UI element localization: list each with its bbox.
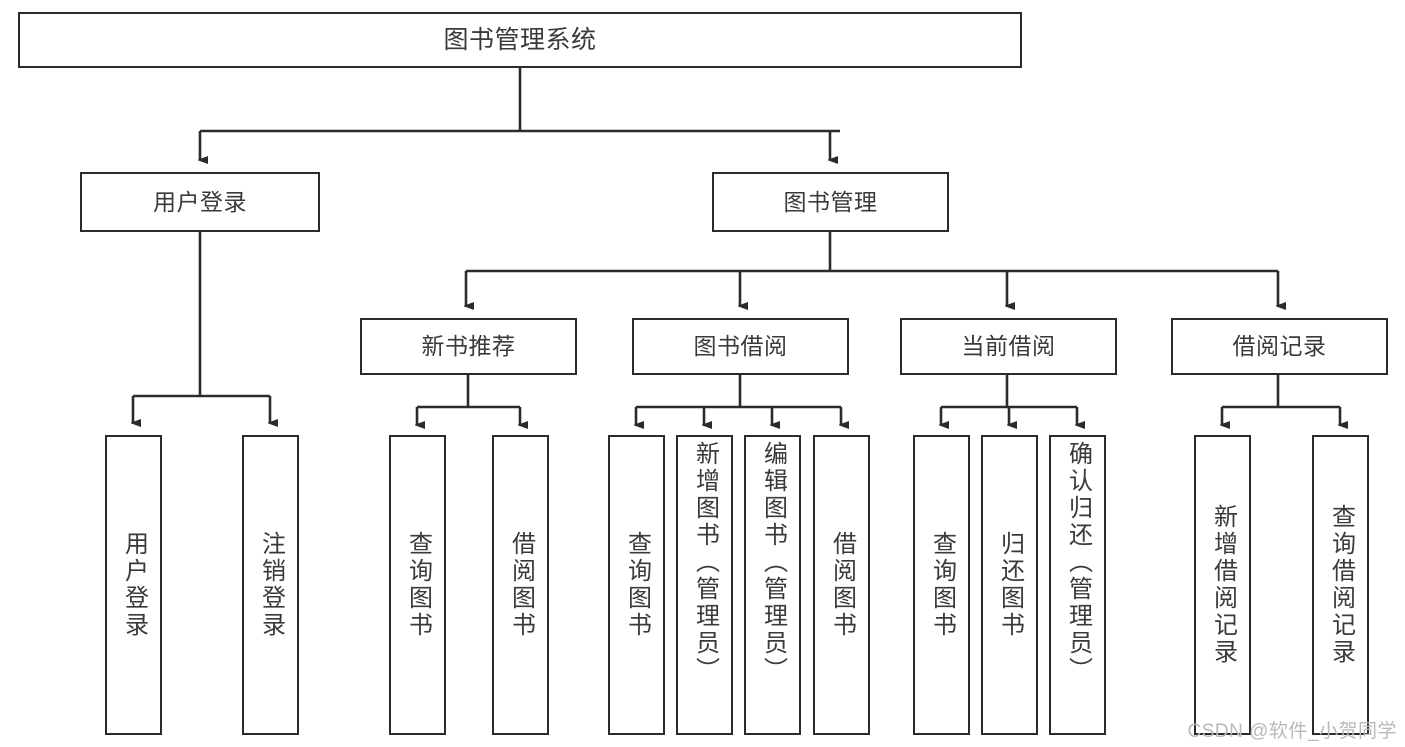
node-borrowing-record[interactable]: 借阅记录: [1171, 318, 1388, 375]
node-label: 新增图书（管理员）: [691, 441, 719, 684]
node-label: 查询借阅记录: [1327, 504, 1355, 666]
node-label: 图书借阅: [693, 333, 788, 360]
node-label: 新书推荐: [421, 333, 516, 360]
node-label: 用户登录: [120, 531, 148, 639]
leaf-user-login-login[interactable]: 用户登录: [105, 435, 162, 735]
node-label: 查询图书: [623, 531, 651, 639]
node-label: 图书管理系统: [443, 25, 597, 54]
node-label: 查询图书: [404, 531, 432, 639]
node-label: 注销登录: [257, 531, 285, 639]
leaf-book-borrow-borrow-book[interactable]: 借阅图书: [813, 435, 870, 735]
node-book-management[interactable]: 图书管理: [712, 172, 949, 232]
node-label: 借阅图书: [507, 531, 535, 639]
leaf-book-borrow-query-book[interactable]: 查询图书: [608, 435, 665, 735]
leaf-borrow-record-add-record[interactable]: 新增借阅记录: [1194, 435, 1251, 735]
node-label: 当前借阅: [961, 333, 1056, 360]
leaf-borrow-record-query-record[interactable]: 查询借阅记录: [1312, 435, 1369, 735]
node-current-borrowing[interactable]: 当前借阅: [900, 318, 1117, 375]
leaf-new-book-borrow-book[interactable]: 借阅图书: [492, 435, 549, 735]
node-label: 确认归还（管理员）: [1064, 441, 1092, 684]
node-label: 借阅记录: [1232, 333, 1327, 360]
node-label: 新增借阅记录: [1209, 504, 1237, 666]
watermark-text: CSDN @软件_小贺同学: [1187, 721, 1397, 742]
node-label: 查询图书: [928, 531, 956, 639]
node-book-borrowing[interactable]: 图书借阅: [632, 318, 849, 375]
node-label: 图书管理: [783, 188, 878, 215]
leaf-user-login-logout[interactable]: 注销登录: [242, 435, 299, 735]
node-new-book-recommendation[interactable]: 新书推荐: [360, 318, 577, 375]
leaf-current-borrow-return-book[interactable]: 归还图书: [981, 435, 1038, 735]
leaf-book-borrow-edit-book-admin[interactable]: 编辑图书（管理员）: [744, 435, 801, 735]
node-label: 借阅图书: [828, 531, 856, 639]
node-label: 编辑图书（管理员）: [759, 441, 787, 684]
leaf-new-book-query-book[interactable]: 查询图书: [389, 435, 446, 735]
leaf-book-borrow-add-book-admin[interactable]: 新增图书（管理员）: [676, 435, 733, 735]
leaf-current-borrow-confirm-return-admin[interactable]: 确认归还（管理员）: [1049, 435, 1106, 735]
node-label: 用户登录: [153, 188, 247, 215]
node-root-book-management-system[interactable]: 图书管理系统: [18, 12, 1022, 68]
node-label: 归还图书: [996, 531, 1024, 639]
leaf-current-borrow-query-book[interactable]: 查询图书: [913, 435, 970, 735]
node-user-login[interactable]: 用户登录: [80, 172, 320, 232]
